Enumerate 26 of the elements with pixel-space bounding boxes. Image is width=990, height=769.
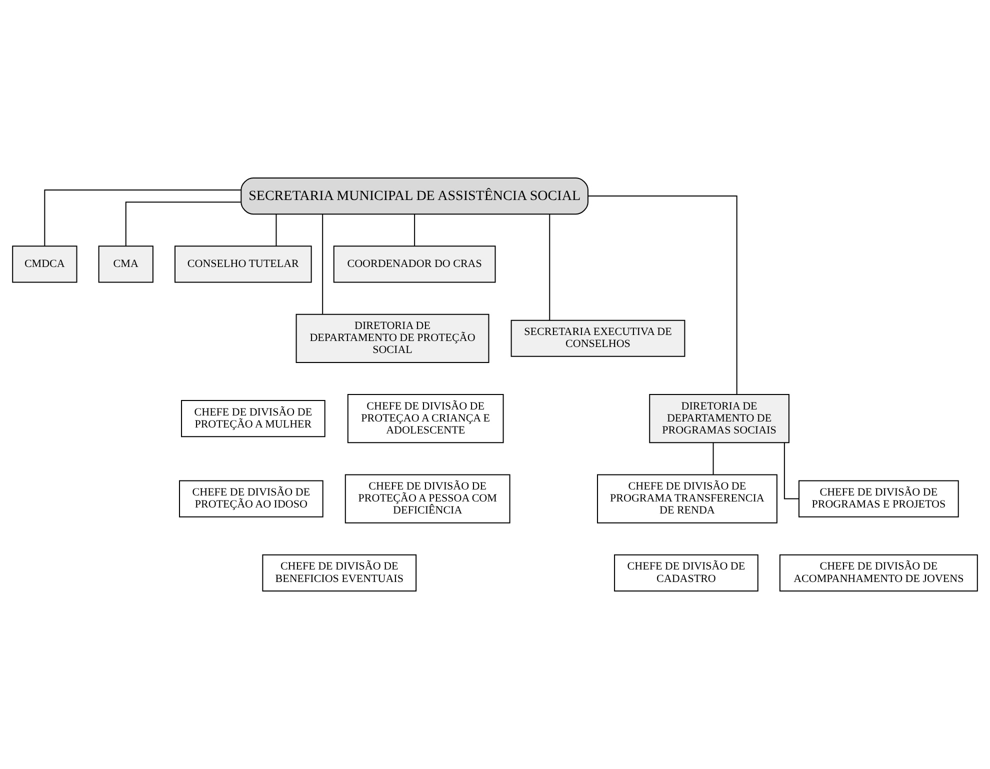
connector xyxy=(44,190,242,246)
node-box: COORDENADOR DO CRAS xyxy=(333,246,496,283)
node-box: CHEFE DE DIVISÃO DE CADASTRO xyxy=(614,554,758,592)
connector xyxy=(276,214,277,246)
node-box: CHEFE DE DIVISÃO DE PROTEÇÃO A MULHER xyxy=(181,400,326,438)
node-box: SECRETARIA EXECUTIVA DE CONSELHOS xyxy=(510,320,686,357)
connector xyxy=(414,214,416,246)
node-box: DIRETORIA DE DEPARTAMENTO DE PROGRAMAS SOCIAIS xyxy=(649,394,790,444)
connector xyxy=(322,214,324,314)
node-box: CHEFE DE DIVISÃO DE PROGRAMA TRANSFERENCIA DE RENDA xyxy=(597,474,778,524)
node-box: CHEFE DE DIVISÃO DE PROTEÇÃO AO IDOSO xyxy=(179,480,324,518)
connector xyxy=(712,442,714,475)
node-box: SECRETARIA MUNICIPAL DE ASSISTÊNCIA SOCIAL xyxy=(240,178,588,215)
node-box: CHEFE DE DIVISÃO DE ACOMPANHAMENTO DE JOVENS xyxy=(779,554,978,592)
connector xyxy=(549,214,550,321)
node-box: CHEFE DE DIVISÃO DE PROGRAMAS E PROJETOS xyxy=(798,480,959,518)
node-box: CHEFE DE DIVISÃO DE PROTEÇÃO A PESSOA COM DEFICIÊNCIA xyxy=(344,474,510,524)
node-box: CHEFE DE DIVISÃO DE PROTEÇAO A CRIANÇA E ADOLESCENTE xyxy=(347,394,504,444)
connector xyxy=(588,196,738,395)
node-box: CHEFE DE DIVISÃO DE BENEFICIOS EVENTUAIS xyxy=(262,554,417,592)
connector xyxy=(784,442,800,500)
node-box: CMDCA xyxy=(12,246,78,283)
node-box: CONSELHO TUTELAR xyxy=(174,246,312,283)
connector xyxy=(125,202,242,246)
node-box: DIRETORIA DE DEPARTAMENTO DE PROTEÇÃO SOCIAL xyxy=(296,314,490,363)
node-box: CMA xyxy=(98,246,154,283)
